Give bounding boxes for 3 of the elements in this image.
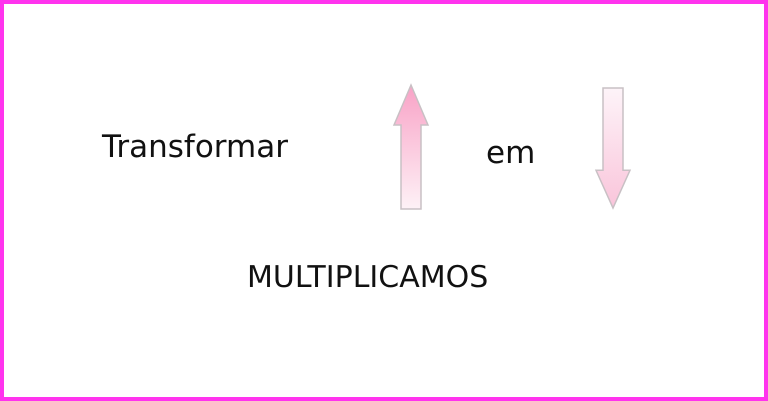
slide-text: MULTIPLICAMOS bbox=[247, 263, 488, 293]
slide-text: em bbox=[486, 138, 536, 169]
slide-text: Transformar bbox=[102, 132, 288, 163]
